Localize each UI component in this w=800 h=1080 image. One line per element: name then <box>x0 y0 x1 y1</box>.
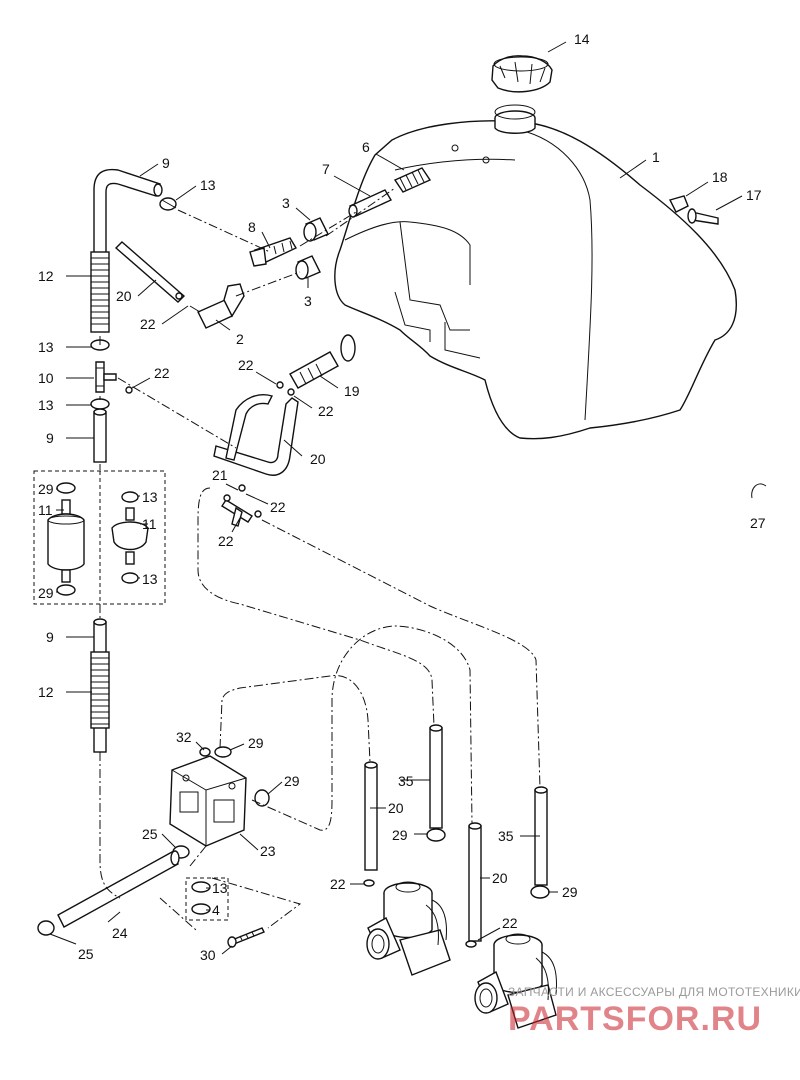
hose-20-carb2 <box>468 822 482 942</box>
callout-13-b: 13 <box>38 339 54 355</box>
callout-11-right: 11 <box>142 516 157 532</box>
callout-22-top: 22 <box>140 316 156 332</box>
callout-23: 23 <box>260 843 276 859</box>
callout-13-box-pump: 13 <box>212 880 228 896</box>
callout-2: 2 <box>236 331 244 347</box>
callout-6: 6 <box>362 139 370 155</box>
small-clamps-22 <box>125 292 295 518</box>
callout-13-top: 13 <box>200 177 216 193</box>
callout-25-bottom: 25 <box>78 946 94 962</box>
callout-29-box-top: 29 <box>38 481 54 497</box>
part-27-mark <box>751 483 767 499</box>
callout-labels: 14 1 6 7 3 3 8 18 17 2 9 13 12 20 22 13 … <box>38 31 766 963</box>
clamp-25 <box>37 920 55 936</box>
callout-35-left: 35 <box>398 773 414 789</box>
callout-22-b: 22 <box>154 365 170 381</box>
callout-20-carb-right: 20 <box>492 870 508 886</box>
fuel-tank <box>334 120 737 440</box>
callout-18: 18 <box>712 169 728 185</box>
callout-11-left: 11 <box>38 502 53 518</box>
hose-20-carb1 <box>364 761 378 871</box>
vent-valve <box>393 167 432 193</box>
callout-32: 32 <box>176 729 192 745</box>
callout-9-mid: 9 <box>46 430 54 446</box>
callout-3-lower: 3 <box>304 293 312 309</box>
elbow-fitting-upper <box>249 237 297 267</box>
watermark-tagline: ЗАПЧАСТИ И АКСЕССУАРЫ ДЛЯ МОТОТЕХНИКИ <box>508 985 800 999</box>
carburettor-right <box>474 933 557 1029</box>
callout-17: 17 <box>746 187 762 203</box>
filler-neck <box>494 104 536 134</box>
callout-8: 8 <box>248 219 256 235</box>
callout-3-upper: 3 <box>282 195 290 211</box>
callout-22-carb-left: 22 <box>330 876 346 892</box>
callout-21: 21 <box>212 467 228 483</box>
tee-21 <box>221 499 253 527</box>
callout-20-mid: 20 <box>310 451 326 467</box>
callout-1: 1 <box>652 149 660 165</box>
clamps-22-carb <box>363 879 477 948</box>
fuel-tee-10 <box>95 361 117 393</box>
callout-30: 30 <box>200 947 216 963</box>
watermark: ЗАПЧАСТИ И АКСЕССУАРЫ ДЛЯ МОТОТЕХНИКИ PA… <box>508 985 800 1038</box>
callout-22-e: 22 <box>270 499 286 515</box>
callout-27: 27 <box>750 515 766 531</box>
callout-29-box-bottom: 29 <box>38 585 54 601</box>
leader-lines <box>49 41 743 955</box>
callout-29-pump-top: 29 <box>248 735 264 751</box>
callout-19: 19 <box>344 383 360 399</box>
callout-13-box-bottom: 13 <box>142 571 158 587</box>
grommet-lower <box>295 255 321 280</box>
callout-9-low: 9 <box>46 629 54 645</box>
hose-20-bent <box>213 394 299 476</box>
callout-4: 4 <box>212 902 220 918</box>
callout-20-carb-left: 20 <box>388 800 404 816</box>
flow-lines <box>99 187 541 931</box>
callout-29-carb-right: 29 <box>562 884 578 900</box>
mounting-screw <box>668 195 719 225</box>
callout-22-c: 22 <box>238 357 254 373</box>
callout-35-right: 35 <box>498 828 514 844</box>
clamp-box-13-4 <box>185 877 229 921</box>
watermark-brand: PARTSFOR.RU <box>508 1000 762 1038</box>
primer-19 <box>289 334 356 389</box>
spring-guard-lower <box>90 651 110 729</box>
callout-20-top: 20 <box>116 288 132 304</box>
clamp-29-carb2 <box>530 885 550 899</box>
callout-12-low: 12 <box>38 684 54 700</box>
clamp-13-upper <box>159 197 177 211</box>
callout-14: 14 <box>574 31 590 47</box>
pump-fittings <box>172 746 270 859</box>
callout-10: 10 <box>38 370 54 386</box>
fuel-cap <box>491 55 553 93</box>
callout-24: 24 <box>112 925 128 941</box>
callout-7: 7 <box>322 161 330 177</box>
clamp-29-carb1 <box>426 828 446 842</box>
callout-25-top: 25 <box>142 826 158 842</box>
grommet-upper <box>303 217 329 242</box>
fuel-outlet-elbow <box>189 283 245 329</box>
spring-guard-upper <box>90 251 110 333</box>
carburettor-left <box>366 881 451 976</box>
hose-9-mid <box>93 408 107 463</box>
callout-22-f: 22 <box>218 533 234 549</box>
fuel-pump-23 <box>169 755 247 847</box>
callout-22-d: 22 <box>318 403 334 419</box>
callout-13-c: 13 <box>38 397 54 413</box>
callout-29-pump-side: 29 <box>284 773 300 789</box>
hose-24 <box>57 850 180 928</box>
hose-35-carb1 <box>429 724 443 829</box>
callout-13-box-top: 13 <box>142 489 158 505</box>
callout-29-carb-left: 29 <box>392 827 408 843</box>
fuel-filter-box <box>33 470 166 605</box>
hose-35-carb2 <box>534 786 548 886</box>
callout-12-top: 12 <box>38 268 54 284</box>
bolt-30 <box>227 927 265 948</box>
callout-22-carb-right: 22 <box>502 915 518 931</box>
clamp-13-c <box>90 398 110 410</box>
callout-9-top: 9 <box>162 155 170 171</box>
hose-20-diagonal <box>114 241 186 303</box>
